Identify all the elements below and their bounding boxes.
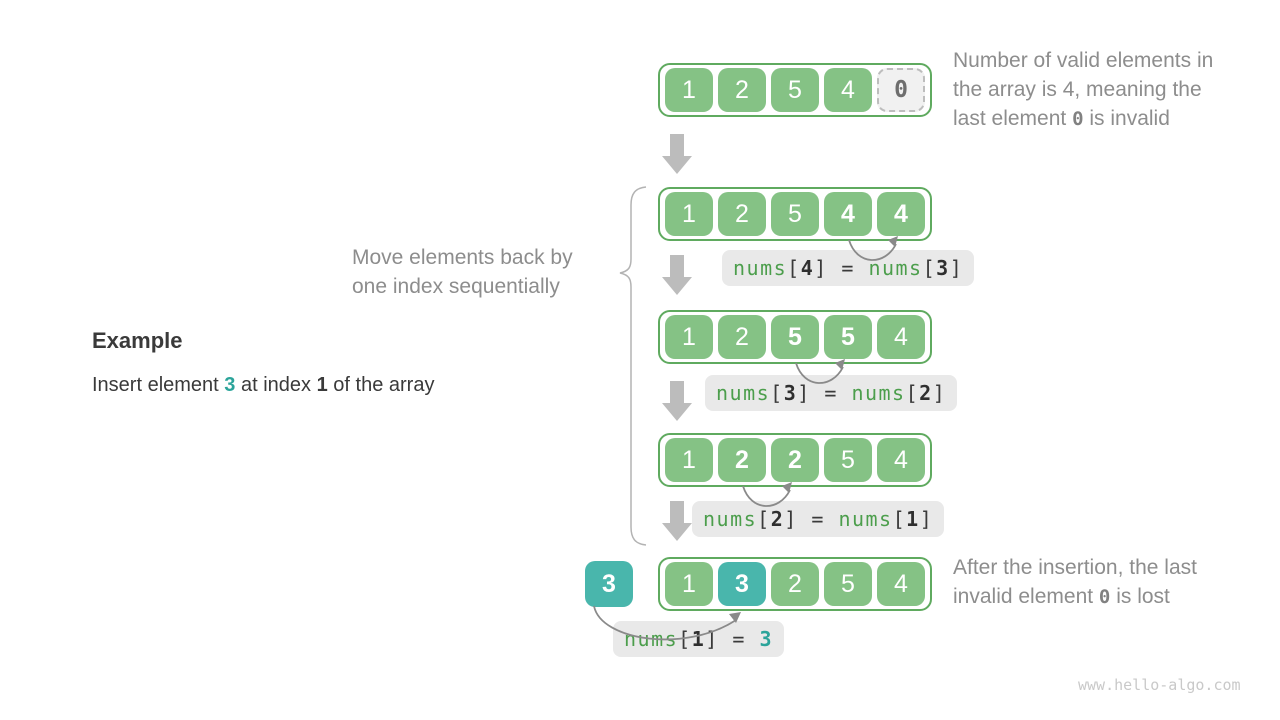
lost-element-code: 0: [1098, 586, 1111, 608]
operation-label-2: nums[3] = nums[2]: [705, 375, 958, 411]
array-cell: 1: [665, 192, 713, 236]
label-segment: 1: [691, 627, 706, 651]
array-cell: 2: [771, 562, 819, 606]
array-cell: 1: [665, 562, 713, 606]
label-segment: nums: [624, 627, 679, 651]
label-segment: 3: [936, 256, 950, 280]
label-segment: nums: [733, 256, 788, 280]
label-segment: =: [810, 381, 852, 405]
example-text-pre: Insert element: [92, 374, 225, 396]
label-segment: ]: [705, 627, 719, 651]
operation-label-1: nums[4] = nums[3]: [722, 250, 975, 286]
label-segment: 3: [759, 627, 773, 651]
array-cell: 5: [771, 68, 819, 112]
label-segment: =: [718, 627, 760, 651]
array-cell: 4: [877, 192, 925, 236]
watermark: www.hello-algo.com: [1078, 676, 1241, 694]
label-segment: [: [892, 507, 907, 531]
example-description: Insert element 3 at index 1 of the array: [92, 374, 434, 397]
after-note-line1: After the insertion, the last: [953, 556, 1197, 579]
array-cell: 4: [824, 68, 872, 112]
array-cell: 1: [665, 438, 713, 482]
array-cell: 5: [824, 562, 872, 606]
after-note-line2-post: is lost: [1110, 585, 1170, 608]
label-segment: ]: [814, 256, 828, 280]
label-segment: nums: [703, 507, 758, 531]
operation-label-3: nums[2] = nums[1]: [692, 501, 945, 537]
label-segment: ]: [949, 256, 964, 280]
valid-note-line3: last element 0 is invalid: [953, 104, 1213, 134]
down-arrow-3: [662, 381, 692, 421]
label-segment: 2: [919, 381, 933, 405]
array-cell: 1: [665, 68, 713, 112]
label-segment: ]: [797, 381, 811, 405]
label-segment: [: [922, 256, 937, 280]
after-note-line2-pre: invalid element: [953, 585, 1099, 608]
label-segment: 2: [770, 507, 785, 531]
move-note-line2: one index sequentially: [352, 275, 560, 298]
label-segment: ]: [919, 507, 934, 531]
operation-label-4: nums[1] = 3: [613, 621, 784, 657]
down-arrow-1: [662, 134, 692, 174]
after-insertion-note: After the insertion, the last invalid el…: [953, 553, 1197, 612]
array-cell: 4: [877, 438, 925, 482]
array-cell: 2: [718, 438, 766, 482]
example-block: Example Insert element 3 at index 1 of t…: [92, 328, 434, 417]
label-segment: ]: [932, 381, 947, 405]
example-text-post: of the array: [327, 374, 435, 396]
down-arrow-2: [662, 255, 692, 295]
array-cell: 2: [718, 315, 766, 359]
array-cell: 4: [824, 192, 872, 236]
label-segment: nums: [716, 381, 771, 405]
array-cell: 5: [771, 192, 819, 236]
array-cell: 2: [718, 192, 766, 236]
down-arrow-4: [662, 501, 692, 541]
label-segment: [: [787, 256, 801, 280]
inserted-element-cell: 3: [585, 561, 633, 607]
array-cell: 5: [824, 438, 872, 482]
array-cell: 2: [771, 438, 819, 482]
array-cell: 5: [824, 315, 872, 359]
label-segment: [: [757, 507, 771, 531]
valid-elements-note: Number of valid elements in the array is…: [953, 46, 1213, 134]
label-segment: 1: [906, 507, 920, 531]
label-segment: [: [905, 381, 920, 405]
example-insert-index: 1: [316, 374, 328, 396]
label-segment: =: [827, 256, 869, 280]
label-segment: nums: [868, 256, 923, 280]
valid-note-line3-pre: last element: [953, 107, 1073, 130]
valid-note-line1: Number of valid elements in: [953, 49, 1214, 72]
move-note-line1: Move elements back by: [352, 246, 573, 269]
after-note-line2: invalid element 0 is lost: [953, 582, 1197, 612]
label-segment: 4: [800, 256, 815, 280]
example-insert-value: 3: [224, 374, 236, 396]
array-cell: 5: [771, 315, 819, 359]
valid-note-line2: the array is 4, meaning the: [953, 78, 1202, 101]
grouping-brace: [619, 186, 647, 546]
label-segment: [: [770, 381, 784, 405]
array-cell: 4: [877, 562, 925, 606]
label-segment: ]: [784, 507, 798, 531]
label-segment: 3: [783, 381, 798, 405]
label-segment: =: [797, 507, 839, 531]
array-cell: 4: [877, 315, 925, 359]
move-elements-note: Move elements back by one index sequenti…: [352, 243, 573, 301]
example-text-mid: at index: [235, 374, 317, 396]
example-heading: Example: [92, 328, 183, 353]
array-cell: 0: [877, 68, 925, 112]
label-segment: [: [678, 627, 692, 651]
label-segment: nums: [851, 381, 906, 405]
valid-note-line3-post: is invalid: [1083, 107, 1170, 130]
array-cell: 1: [665, 315, 713, 359]
label-segment: nums: [838, 507, 893, 531]
array-cell: 2: [718, 68, 766, 112]
array-cell: 3: [718, 562, 766, 606]
invalid-element-code: 0: [1072, 108, 1084, 130]
